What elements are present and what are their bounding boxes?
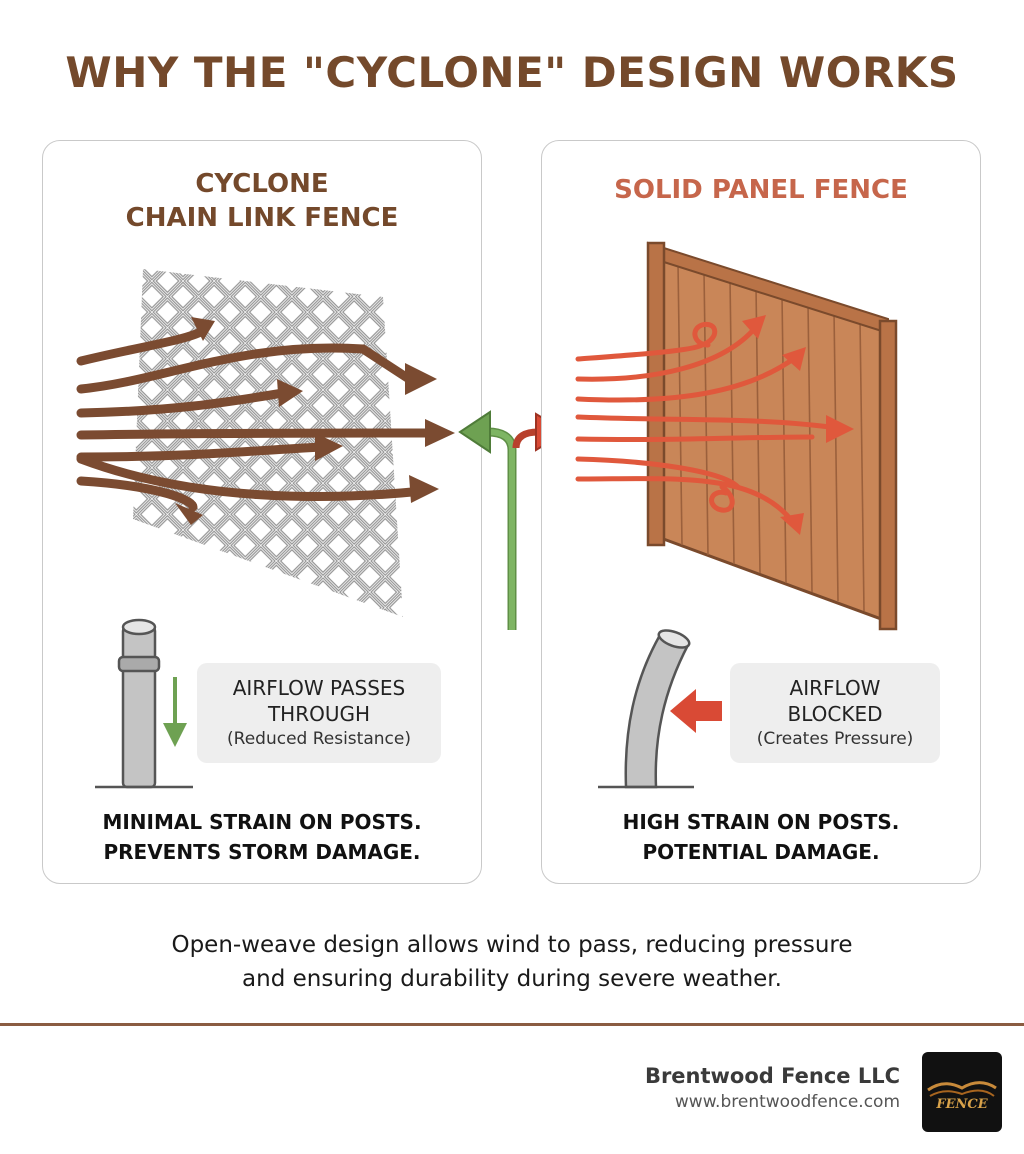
solid-panel-summary-line2: POTENTIAL DAMAGE.	[642, 840, 880, 864]
upright-post-icon	[95, 618, 193, 789]
solid-fence-illustration	[575, 241, 898, 789]
caption: Open-weave design allows wind to pass, r…	[0, 928, 1024, 996]
company-url[interactable]: www.brentwoodfence.com	[674, 1092, 900, 1112]
chain-link-panel: CYCLONE CHAIN LINK FENCE	[42, 140, 482, 884]
airflow-blocked-line2: BLOCKED	[787, 702, 883, 726]
airflow-passes-line1: AIRFLOW PASSES	[232, 676, 406, 700]
company-name: Brentwood Fence LLC	[644, 1064, 900, 1088]
chain-link-mesh	[133, 269, 403, 617]
airflow-through-arrows	[76, 326, 438, 512]
airflow-arrowheads	[175, 317, 455, 525]
reduced-resistance-note: (Reduced Resistance)	[227, 729, 411, 749]
footer-divider	[0, 1023, 1024, 1026]
solid-panel: SOLID PANEL FENCE	[541, 140, 981, 884]
chain-link-summary-line2: PREVENTS STORM DAMAGE.	[103, 840, 421, 864]
logo-text: FENCE	[935, 1097, 988, 1112]
chain-link-illustration	[76, 269, 455, 789]
brand-block: Brentwood Fence LLC www.brentwoodfence.c…	[645, 1064, 900, 1112]
blocked-airflow-arrowheads	[742, 315, 854, 535]
left-arrow-icon	[670, 689, 722, 733]
chain-link-panel-title: CYCLONE CHAIN LINK FENCE	[43, 167, 481, 235]
solid-panel-title: SOLID PANEL FENCE	[614, 175, 908, 205]
bent-post-icon	[598, 629, 694, 789]
caption-line1: Open-weave design allows wind to pass, r…	[171, 932, 853, 958]
airflow-blocked-line1: AIRFLOW	[789, 676, 881, 700]
airflow-blocked-box: AIRFLOW BLOCKED (Creates Pressure)	[730, 663, 940, 763]
logo-icon: FENCE	[927, 1081, 997, 1112]
chain-link-title-line2: CHAIN LINK FENCE	[125, 203, 399, 233]
blocked-airflow-arrows	[575, 321, 833, 524]
airflow-passes-line2: THROUGH	[267, 702, 371, 726]
company-logo: FENCE	[922, 1052, 1002, 1132]
creates-pressure-note: (Creates Pressure)	[756, 729, 914, 749]
page-title: WHY THE "CYCLONE" DESIGN WORKS	[65, 48, 959, 97]
solid-panel-summary: HIGH STRAIN ON POSTS. POTENTIAL DAMAGE.	[542, 807, 980, 867]
chain-link-summary: MINIMAL STRAIN ON POSTS. PREVENTS STORM …	[43, 807, 481, 867]
chain-link-title-line1: CYCLONE	[195, 169, 329, 199]
solid-panel-summary-line1: HIGH STRAIN ON POSTS.	[622, 810, 900, 834]
caption-line2: and ensuring durability during severe we…	[242, 966, 782, 992]
down-arrow-icon	[163, 677, 187, 747]
chain-link-summary-line1: MINIMAL STRAIN ON POSTS.	[102, 810, 422, 834]
airflow-passes-box: AIRFLOW PASSES THROUGH (Reduced Resistan…	[197, 663, 441, 763]
